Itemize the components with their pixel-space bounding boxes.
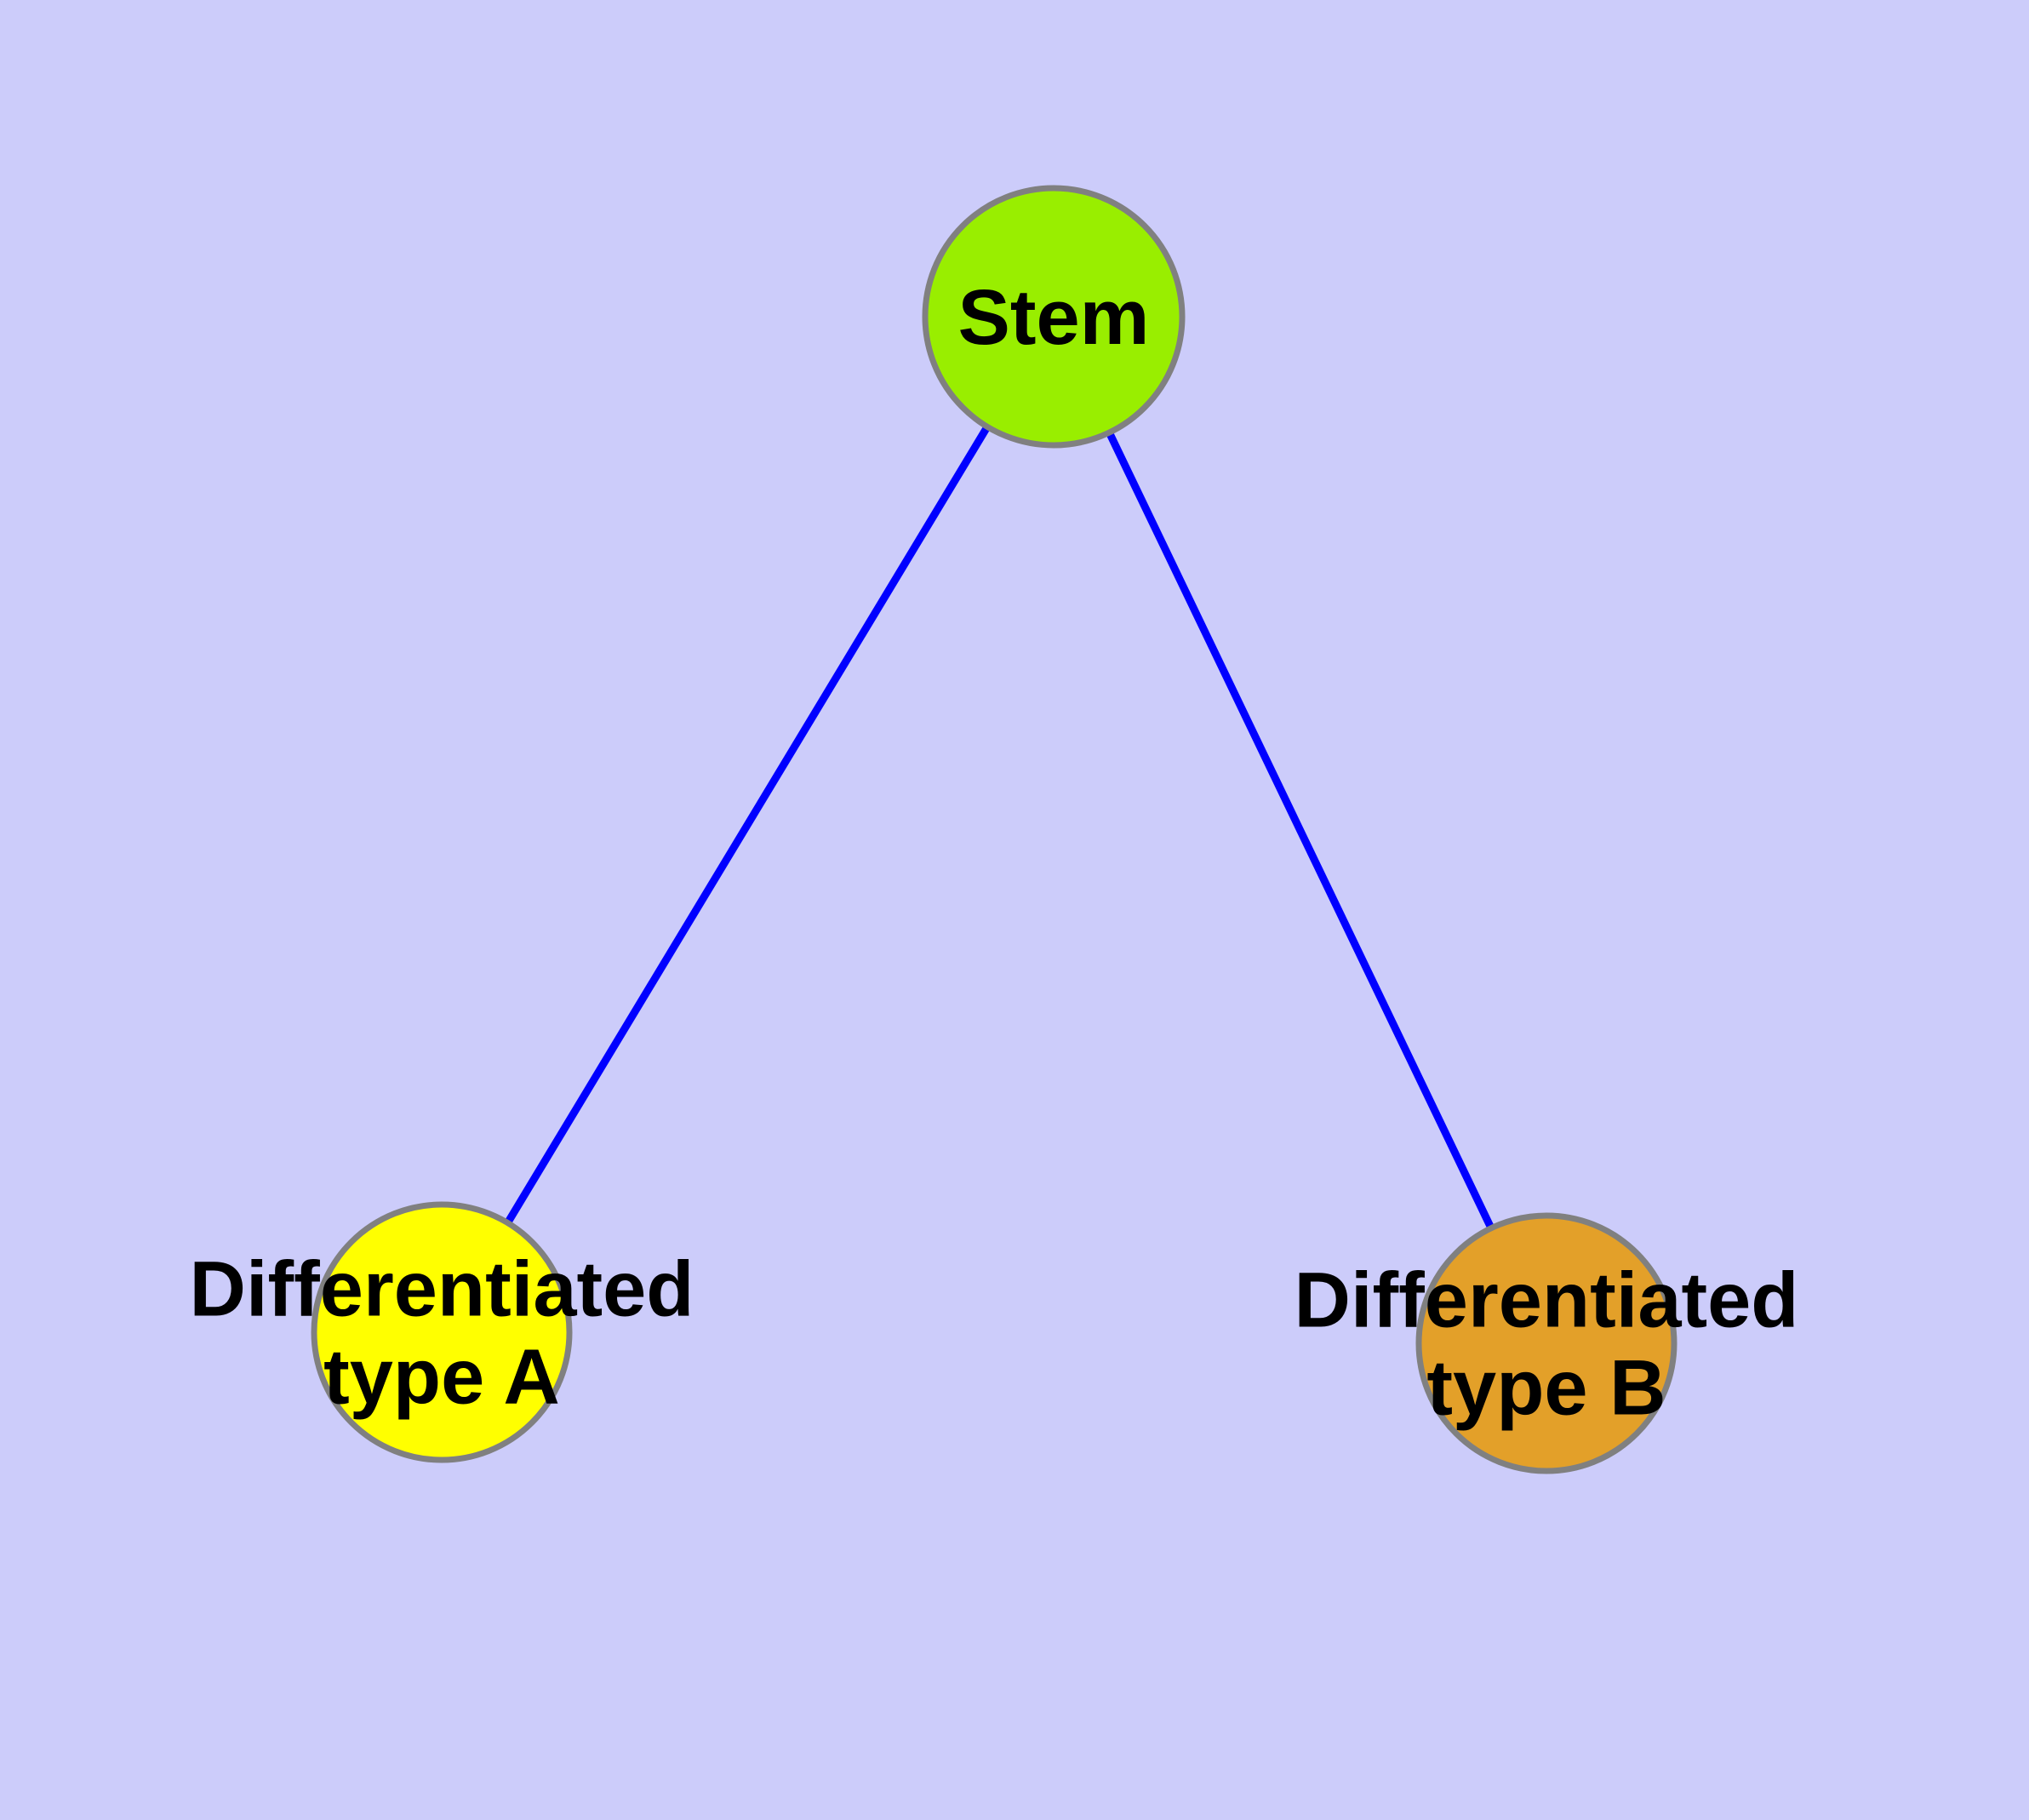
edge-stem-to-differentiated-b[interactable] (1106, 431, 1495, 1230)
edge-stem-to-differentiated-a[interactable] (504, 425, 991, 1225)
node-differentiated-b-label-line-1: Differentiated (1295, 1257, 1799, 1344)
node-stem-circle[interactable] (922, 185, 1186, 449)
node-differentiated-a[interactable]: Differentiated type A (190, 1201, 694, 1463)
node-differentiated-b-label-line-2: type B (1426, 1345, 1666, 1432)
node-differentiated-a-circle[interactable] (311, 1201, 573, 1463)
node-stem-label-line-1: Stem (958, 274, 1150, 361)
node-differentiated-b-circle[interactable] (1415, 1212, 1677, 1474)
node-stem[interactable]: Stem (922, 185, 1186, 449)
node-differentiated-a-label-line-2: type A (323, 1334, 560, 1421)
edge-layer (504, 425, 1495, 1230)
node-differentiated-b[interactable]: Differentiated type B (1295, 1212, 1799, 1474)
node-differentiated-a-label-line-1: Differentiated (190, 1246, 694, 1333)
